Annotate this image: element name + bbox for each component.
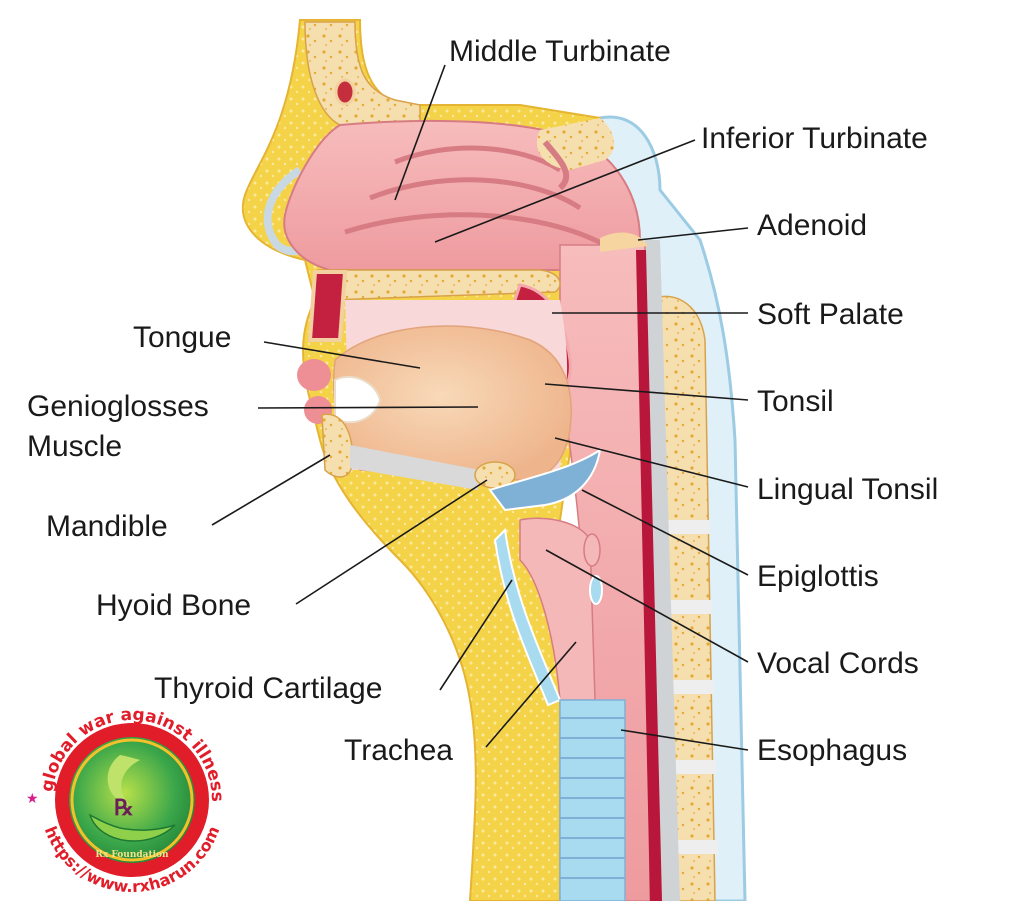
adenoid-tissue (600, 232, 648, 252)
nasal-bone (304, 21, 421, 136)
leaf-swirl-icon (107, 755, 140, 805)
pharyngeal-vessel (636, 250, 662, 901)
hard-palate (316, 269, 561, 301)
head-neck-illustration (241, 19, 747, 901)
label-vocal-cords: Vocal Cords (757, 647, 919, 680)
label-genioglosses-line1: Genioglosses (27, 390, 209, 423)
labels: Middle Turbinate Inferior Turbinate Aden… (27, 35, 938, 767)
geniohyoid-muscle (350, 445, 480, 490)
arytenoid-cartilage (589, 575, 603, 605)
upper-lip (297, 359, 331, 391)
lower-teeth (334, 375, 382, 424)
leader-lines (211, 64, 749, 751)
rx-symbol-icon: ℞ (114, 795, 134, 821)
label-lingual-tonsil: Lingual Tonsil (757, 473, 938, 506)
vocal-fold (583, 533, 601, 567)
label-trachea: Trachea (344, 734, 453, 767)
caring-hands-icon (88, 813, 176, 842)
label-adenoid: Adenoid (757, 209, 867, 242)
star-icon: ★ (26, 791, 39, 807)
label-middle-turbinate: Middle Turbinate (449, 35, 671, 68)
label-mandible: Mandible (46, 510, 168, 543)
upper-jaw-front (307, 270, 348, 342)
label-epiglottis: Epiglottis (757, 560, 879, 593)
label-genioglosses-line2: Muscle (27, 430, 122, 463)
label-inferior-turbinate: Inferior Turbinate (701, 122, 928, 155)
label-esophagus: Esophagus (757, 734, 907, 767)
label-hyoid-bone: Hyoid Bone (96, 589, 251, 622)
inferior-turbinate-shape (344, 212, 607, 248)
logo-org: Rx Foundation (95, 850, 169, 860)
prevertebral-muscle (645, 240, 680, 901)
label-tongue: Tongue (133, 321, 231, 354)
label-soft-palate: Soft Palate (757, 298, 904, 331)
trachea-rings (559, 699, 626, 901)
label-tonsil: Tonsil (757, 385, 834, 418)
superior-turbinate (394, 145, 562, 173)
middle-turbinate-shape (369, 177, 582, 211)
label-thyroid-cartilage: Thyroid Cartilage (154, 672, 382, 705)
